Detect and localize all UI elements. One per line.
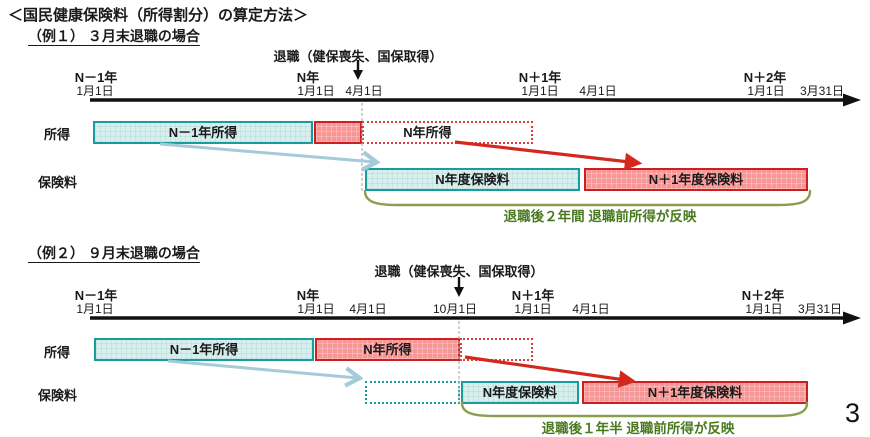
example2-bar-income-n-minus-1: N－1年所得: [94, 338, 314, 361]
example2-brace: [460, 401, 809, 418]
example2-date-jan1-n: 1月1日: [297, 302, 335, 316]
example2-date-oct1-n: 10月1日: [432, 302, 478, 316]
example1-date-jan1-n: 1月1日: [297, 84, 335, 98]
example2-bar-income-n: N年所得: [315, 338, 460, 361]
example1-date-jan1-np2: 1月1日: [747, 84, 785, 98]
page-number: 3: [844, 398, 860, 428]
example2-date-mar31-np2: 3月31日: [797, 302, 843, 316]
example2-bar-income-oct-dec-dotted: [460, 338, 533, 361]
example2-premium-row-label: 保険料: [38, 388, 78, 403]
example1-year-n-plus-2: N＋2年: [743, 70, 787, 85]
example1-bar-income-jan-mar: [314, 121, 362, 144]
example1-timeline-arrow: [90, 93, 861, 107]
example1-date-apr1-n: 4月1日: [345, 84, 383, 98]
example1-heading: （例１） ３月末退職の場合: [28, 28, 200, 44]
example1-year-n-plus-1: N＋1年: [518, 70, 562, 85]
example1-year-n-minus-1: N－1年: [74, 70, 118, 85]
example1-date-jan1-nm1: 1月1日: [76, 84, 114, 98]
example2-date-apr1-n: 4月1日: [349, 302, 387, 316]
example2-bar-premium-n-plus-1: N＋1年度保険料: [582, 381, 808, 404]
example1-income-to-premium-arrow: [159, 142, 375, 162]
example2-year-n: N年: [296, 288, 320, 303]
example1-year-n: N年: [296, 70, 320, 85]
example1-retirement-label: 退職（健保喪失、国保取得）: [273, 49, 443, 64]
example2-date-jan1-nm1: 1月1日: [76, 302, 114, 316]
example2-income-to-premium-arrow: [167, 359, 358, 378]
example1-bar-premium-n-plus-1: N＋1年度保険料: [584, 168, 808, 191]
example2-date-apr1-np1: 4月1日: [572, 302, 610, 316]
page-title: ＜国民健康保険料（所得割分）の算定方法＞: [8, 7, 309, 24]
example2-heading: （例２） ９月末退職の場合: [28, 245, 200, 261]
example1-bar-income-n-minus-1: N－1年所得: [93, 121, 313, 144]
example1-bar-premium-n: N年度保険料: [365, 168, 580, 191]
example2-year-n-plus-1: N＋1年: [511, 288, 555, 303]
example2-retirement-down-arrow: [454, 277, 464, 297]
example2-year-n-minus-1: N－1年: [74, 288, 118, 303]
example1-income-row-label: 所得: [44, 127, 71, 142]
example1-brace: [363, 189, 812, 207]
example1-date-jan1-np1: 1月1日: [521, 84, 559, 98]
example1-date-apr1-np1: 4月1日: [579, 84, 617, 98]
example1-note: 退職後２年間 退職前所得が反映: [503, 209, 697, 224]
example1-premium-row-label: 保険料: [38, 175, 78, 190]
example1-income-n-to-premium-arrow: [454, 140, 643, 171]
example2-date-jan1-np1: 1月1日: [514, 302, 552, 316]
example2-bar-premium-n: N年度保険料: [461, 381, 579, 404]
example2-year-n-plus-2: N＋2年: [741, 288, 785, 303]
example1-bar-income-n-dotted: N年所得: [362, 121, 533, 144]
example2-income-row-label: 所得: [44, 345, 71, 360]
example2-retirement-label: 退職（健保喪失、国保取得）: [374, 264, 544, 279]
example2-bar-premium-n-dotted: [365, 381, 460, 404]
example2-note: 退職後１年半 退職前所得が反映: [541, 421, 735, 436]
example2-date-jan1-np2: 1月1日: [745, 302, 783, 316]
example1-date-mar31-np2: 3月31日: [799, 84, 845, 98]
